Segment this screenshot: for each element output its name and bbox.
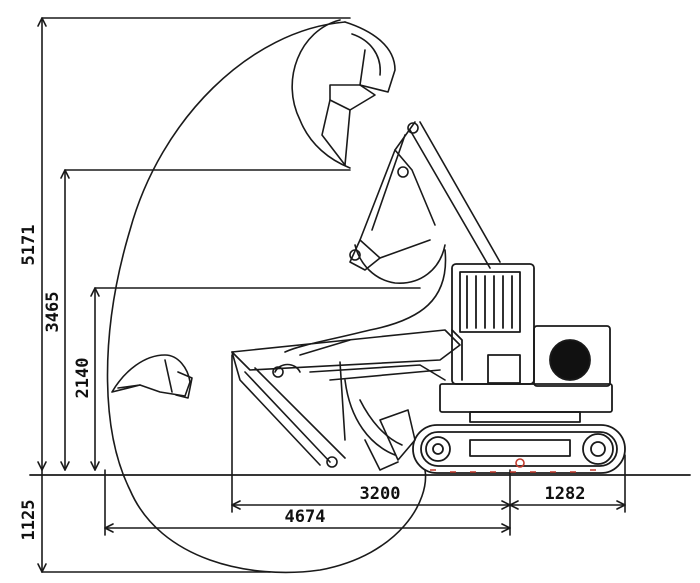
- dim-label-tail-length: 1282: [545, 484, 586, 504]
- engine-housing: [439, 325, 613, 423]
- dim-label-max-height: 5171: [19, 225, 39, 266]
- bucket-top-position: [291, 19, 396, 169]
- lowered-boom-arm: [231, 329, 461, 471]
- inner-envelope-curve: [284, 249, 447, 353]
- dim-label-dump-height: 3465: [43, 292, 63, 333]
- cab: [451, 263, 535, 385]
- dim-label-front-reach: 3200: [360, 484, 401, 504]
- counterweight-circle: [549, 339, 591, 381]
- dimension-lines: [29, 17, 691, 573]
- dim-label-height-2140: 2140: [73, 358, 93, 399]
- working-range-envelope: [106, 21, 427, 574]
- track-undercarriage: [412, 424, 626, 474]
- dim-label-dig-depth: 1125: [19, 500, 39, 541]
- dim-label-max-reach: 4674: [285, 507, 326, 527]
- bucket-reach-position: [111, 354, 193, 399]
- raised-boom-arm: [349, 121, 501, 284]
- track-tread-marks: [430, 458, 596, 473]
